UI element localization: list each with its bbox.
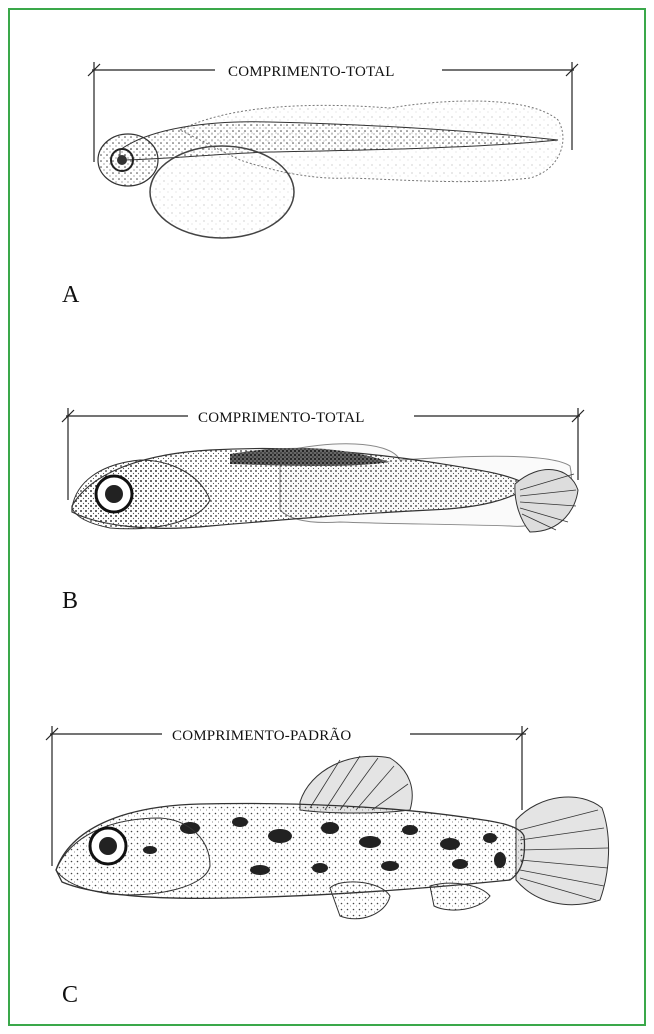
larva-illustration bbox=[98, 101, 563, 238]
panel-c-drawing: COMPRIMENTO-PADRÃO bbox=[10, 710, 644, 1010]
measure-label-b: COMPRIMENTO-TOTAL bbox=[198, 410, 365, 426]
postlarva-illustration bbox=[72, 444, 578, 532]
measure-label-a: COMPRIMENTO-TOTAL bbox=[228, 64, 395, 80]
panel-b: COMPRIMENTO-TOTAL bbox=[10, 390, 644, 650]
panel-a: COMPRIMENTO-TOTAL A bbox=[10, 10, 644, 330]
panel-letter-c: C bbox=[62, 982, 78, 1009]
panel-b-drawing: COMPRIMENTO-TOTAL bbox=[10, 390, 644, 650]
figure-frame: COMPRIMENTO-TOTAL A bbox=[8, 8, 646, 1026]
panel-c: COMPRIMENTO-PADRÃO bbox=[10, 710, 644, 1010]
panel-a-drawing: COMPRIMENTO-TOTAL bbox=[10, 10, 644, 330]
panel-letter-a: A bbox=[62, 282, 79, 309]
panel-letter-b: B bbox=[62, 588, 78, 615]
measure-label-c: COMPRIMENTO-PADRÃO bbox=[172, 728, 351, 744]
juvenile-fish-illustration bbox=[56, 756, 609, 919]
